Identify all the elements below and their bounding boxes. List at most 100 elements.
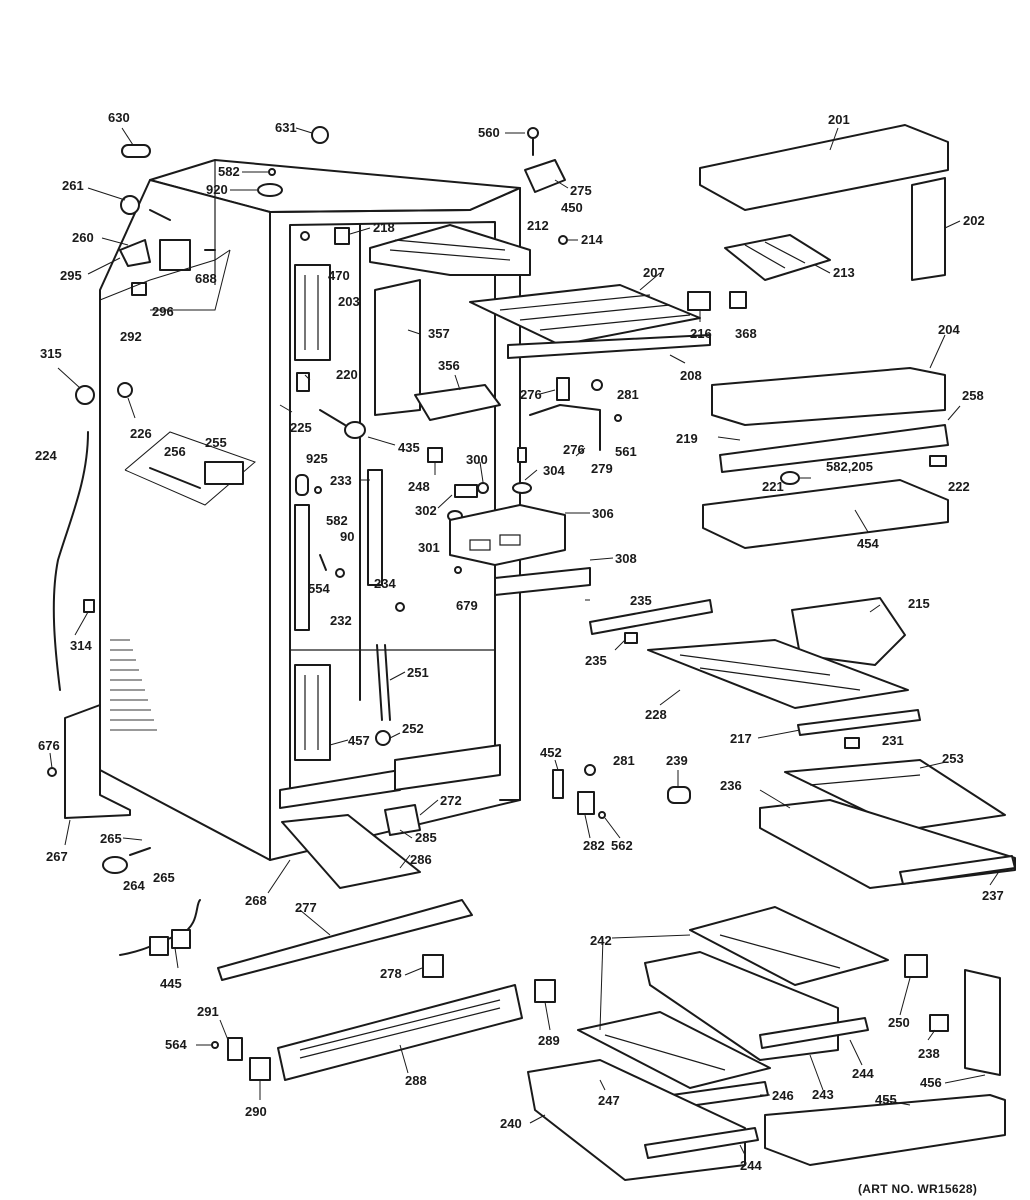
part-231	[844, 737, 860, 749]
label-256: 256	[164, 444, 186, 459]
label-90: 90	[340, 529, 354, 544]
freezer-wire-shelf-207	[469, 284, 701, 346]
label-562: 562	[611, 838, 633, 853]
door-shelf-455	[764, 1094, 1006, 1166]
label-268: 268	[245, 893, 267, 908]
label-286: 286	[410, 852, 432, 867]
label-267: 267	[46, 849, 68, 864]
part-234	[395, 602, 405, 612]
label-454: 454	[857, 536, 879, 551]
part-920	[257, 183, 283, 197]
part-290	[249, 1057, 271, 1081]
part-278	[422, 954, 444, 978]
label-247: 247	[598, 1093, 620, 1108]
label-212: 212	[527, 218, 549, 233]
part-239	[667, 786, 691, 804]
label-564: 564	[165, 1037, 187, 1052]
label-221: 221	[762, 479, 784, 494]
label-235-b: 235	[585, 653, 607, 668]
label-244-b: 244	[740, 1158, 762, 1173]
refrigerator-cabinet	[99, 159, 521, 861]
side-hatching	[110, 639, 157, 731]
door-shelf-454	[702, 479, 949, 549]
label-258: 258	[962, 388, 984, 403]
part-291	[227, 1037, 243, 1061]
shelf-support-upper	[294, 264, 331, 361]
control-panel-308	[494, 567, 591, 596]
crisper-cover-242-upper	[689, 906, 889, 986]
label-216: 216	[690, 326, 712, 341]
part-216	[687, 291, 711, 311]
part-248	[427, 447, 443, 463]
label-281-b: 281	[613, 753, 635, 768]
part-218	[334, 227, 350, 245]
pan-handle-237	[899, 855, 1016, 885]
part-631	[311, 126, 329, 144]
part-number-labels: 630 631 560 201 582 920 261 275 450 212 …	[35, 110, 1004, 1173]
label-290: 290	[245, 1104, 267, 1119]
shelf-ladder-232	[294, 504, 310, 631]
label-582-b: 582	[326, 513, 348, 528]
shelf-support-lower	[294, 664, 331, 761]
part-238	[929, 1014, 949, 1032]
part-564	[211, 1041, 219, 1049]
part-226	[117, 382, 133, 398]
label-225: 225	[290, 420, 312, 435]
label-450: 450	[561, 200, 583, 215]
label-265-b: 265	[153, 870, 175, 885]
control-housing-306	[449, 504, 566, 566]
drain-tube-251	[376, 644, 391, 721]
label-264: 264	[123, 878, 145, 893]
label-301: 301	[418, 540, 440, 555]
part-562	[598, 811, 606, 819]
label-246: 246	[772, 1088, 794, 1103]
label-279: 279	[591, 461, 613, 476]
label-277: 277	[295, 900, 317, 915]
part-368	[729, 291, 747, 309]
part-554	[319, 554, 327, 571]
drawer-handle-244-upper	[759, 1017, 869, 1049]
label-219: 219	[676, 431, 698, 446]
label-240: 240	[500, 1116, 522, 1131]
shelf-end-202	[911, 177, 946, 281]
part-295	[119, 239, 151, 267]
label-470: 470	[328, 268, 350, 283]
label-261: 261	[62, 178, 84, 193]
part-267-panel	[64, 704, 131, 819]
ice-tray-213	[724, 234, 831, 281]
label-356: 356	[438, 358, 460, 373]
label-291: 291	[197, 1004, 219, 1019]
crisper-cover-242-lower	[577, 1011, 771, 1089]
label-237: 237	[982, 888, 1004, 903]
shelf-rail-235	[589, 599, 713, 635]
part-676	[47, 767, 57, 777]
shelf-ladder-233	[367, 469, 383, 586]
label-255: 255	[205, 435, 227, 450]
shelf-front-208	[507, 334, 711, 359]
label-272: 272	[440, 793, 462, 808]
part-300-302	[454, 482, 489, 498]
label-234: 234	[374, 576, 396, 591]
part-265-pin	[129, 847, 151, 856]
butter-bin-215	[791, 597, 906, 666]
freezer-door-shelf-201	[699, 124, 949, 211]
part-582-screw	[268, 168, 276, 176]
label-561: 561	[615, 444, 637, 459]
label-218: 218	[373, 220, 395, 235]
part-90	[335, 568, 345, 578]
label-315: 315	[40, 346, 62, 361]
door-shelf-204	[711, 367, 946, 426]
label-252: 252	[402, 721, 424, 736]
label-688: 688	[195, 271, 217, 286]
label-308: 308	[615, 551, 637, 566]
label-631: 631	[275, 120, 297, 135]
label-251: 251	[407, 665, 429, 680]
label-306: 306	[592, 506, 614, 521]
label-289: 289	[538, 1033, 560, 1048]
label-248: 248	[408, 479, 430, 494]
part-260	[149, 209, 171, 221]
part-630	[121, 144, 151, 158]
label-224: 224	[35, 448, 57, 463]
freezer-shelf-212	[369, 224, 531, 276]
label-276-a: 276	[520, 387, 542, 402]
